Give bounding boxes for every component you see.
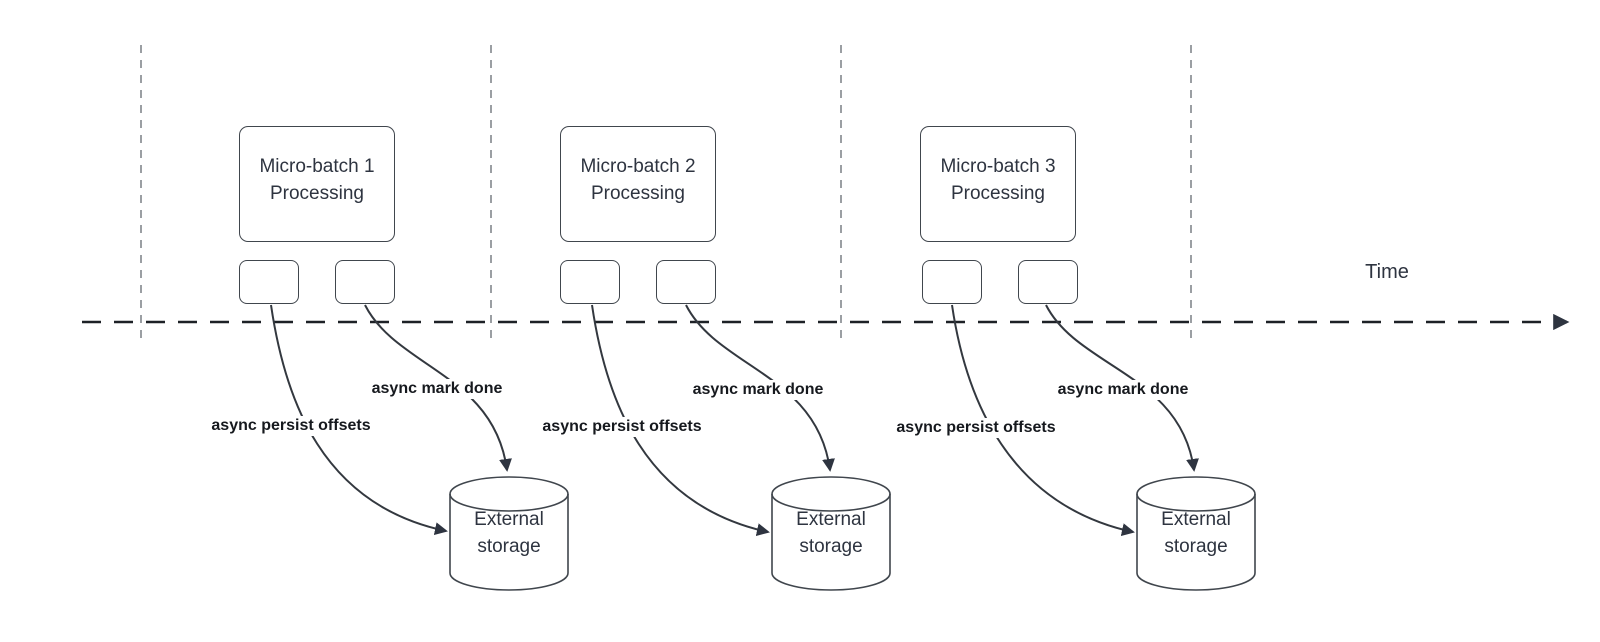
microbatch-1-process-box: Micro-batch 1 Processing bbox=[239, 126, 395, 242]
external-storage-label-3: External storage bbox=[1161, 509, 1231, 557]
cylinder-body-3 bbox=[1136, 476, 1256, 591]
cylinder-rim-3 bbox=[1136, 493, 1256, 512]
microbatch-2-process-box: Micro-batch 2 Processing bbox=[560, 126, 716, 242]
cylinder-body-1 bbox=[449, 476, 569, 591]
microbatch-1-persist-task-box bbox=[239, 260, 299, 304]
microbatch-3-persist-task-box bbox=[922, 260, 982, 304]
persist-offsets-label-1: async persist offsets bbox=[208, 416, 374, 436]
mark-done-arrow-2 bbox=[685, 304, 835, 472]
mark-done-label-3: async mark done bbox=[1054, 380, 1192, 400]
microbatch-3-process-box: Micro-batch 3 Processing bbox=[920, 126, 1076, 242]
persist-offsets-arrow-2 bbox=[591, 304, 770, 536]
external-storage-cylinder-1 bbox=[449, 476, 569, 591]
persist-offsets-label-3: async persist offsets bbox=[893, 418, 1059, 438]
time-axis-label: Time bbox=[1365, 261, 1409, 283]
mark-done-label-2: async mark done bbox=[689, 380, 827, 400]
external-storage-cylinder-3 bbox=[1136, 476, 1256, 591]
microbatch-2-process-label: Micro-batch 2 Processing bbox=[580, 156, 696, 204]
mark-done-arrow-1 bbox=[364, 304, 512, 472]
microbatch-1-done-task-box bbox=[335, 260, 395, 304]
persist-offsets-arrow-3 bbox=[951, 304, 1135, 536]
microbatch-3-process-label: Micro-batch 3 Processing bbox=[940, 156, 1056, 204]
cylinder-rim-1 bbox=[449, 493, 569, 512]
external-storage-label-2: External storage bbox=[796, 509, 866, 557]
microbatch-2-done-task-box bbox=[656, 260, 716, 304]
cylinder-rim-2 bbox=[771, 493, 891, 512]
mark-done-label-1: async mark done bbox=[368, 379, 506, 399]
persist-offsets-arrow-1 bbox=[270, 304, 448, 536]
microbatch-2-persist-task-box bbox=[560, 260, 620, 304]
cylinder-body-2 bbox=[771, 476, 891, 591]
mark-done-arrow-3 bbox=[1045, 304, 1199, 472]
microbatch-1-process-label: Micro-batch 1 Processing bbox=[259, 156, 375, 204]
persist-offsets-label-2: async persist offsets bbox=[539, 417, 705, 437]
microbatch-3-done-task-box bbox=[1018, 260, 1078, 304]
external-storage-label-1: External storage bbox=[474, 509, 544, 557]
external-storage-cylinder-2 bbox=[771, 476, 891, 591]
